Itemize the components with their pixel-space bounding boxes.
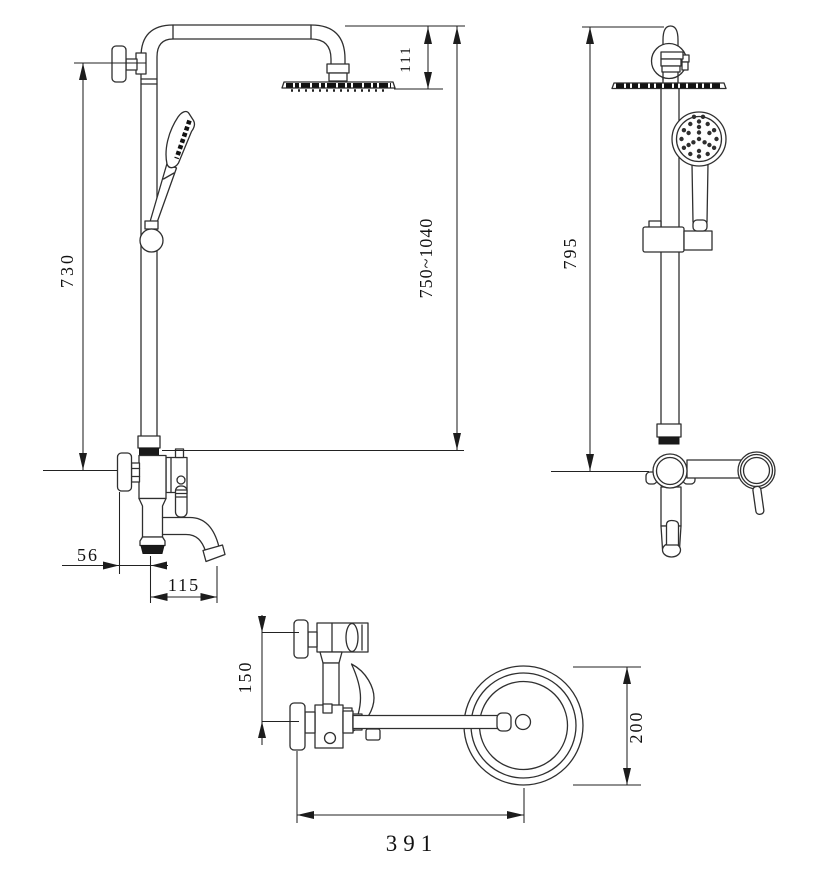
dim-label-115: 115 [168,575,200,595]
dim-750-1040: 750~1040 [162,26,464,452]
shower-arch-pipe [140,24,346,438]
hand-shower-side [671,111,727,232]
dim-label-111: 111 [398,45,414,72]
spray-nozzle-dots [679,114,719,159]
wall-mount-ring-side [650,42,690,85]
dim-label-56: 56 [77,545,99,565]
dimensions: 730 111 750~1040 56 [43,25,664,856]
rain-shower-head-front [281,63,396,92]
tub-spout-front [161,516,226,563]
valve-assembly-side [645,423,776,558]
slider-bracket-side [642,220,713,253]
dim-label-391: 391 [386,831,439,856]
side-view [611,25,776,558]
dim-115: 115 [151,566,218,603]
dim-391: 391 [296,751,525,856]
dim-label-200: 200 [626,711,646,744]
front-view [111,24,396,563]
dim-730: 730 [43,62,146,472]
upper-mount-plan [293,619,369,711]
plan-view [289,619,584,786]
dim-795: 795 [551,26,664,473]
dim-label-150: 150 [235,661,255,694]
dim-label-730: 730 [57,252,77,288]
dim-111: 111 [345,25,465,90]
dim-label-795: 795 [560,237,580,270]
spout-end-side [660,486,682,558]
side-handle [737,451,776,515]
lower-mount-plan [289,702,344,751]
dim-56: 56 [62,492,168,603]
dim-150: 150 [235,615,299,745]
dim-200: 200 [573,666,646,786]
rain-shower-head-side [611,82,727,90]
dim-label-750-1040: 750~1040 [416,218,436,299]
shower-arm-plan [342,710,532,741]
hand-shower-front [139,110,196,253]
mixer-valve-front [116,435,188,554]
